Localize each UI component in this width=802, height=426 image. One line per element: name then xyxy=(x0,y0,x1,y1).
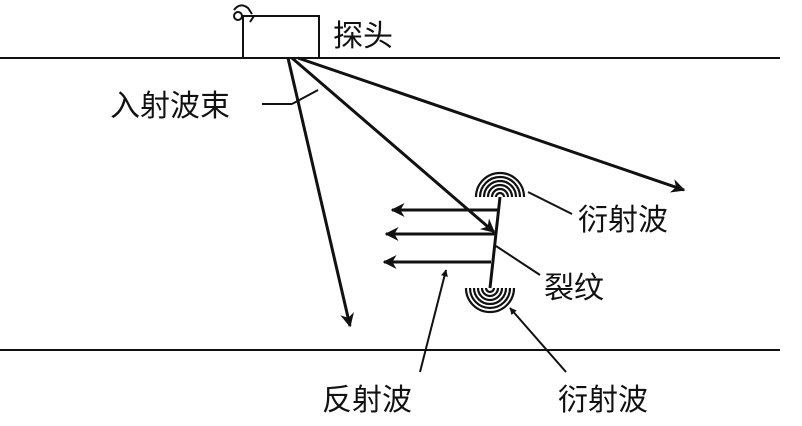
incident-beams xyxy=(286,56,686,328)
reflected-wave-label: 反射波 xyxy=(322,383,412,418)
incident-beam-label: 入射波束 xyxy=(110,89,230,124)
lower-diffraction-fan-icon xyxy=(464,287,516,314)
diffracted-wave-upper-label: 衍射波 xyxy=(578,203,668,238)
crack-line xyxy=(488,196,502,289)
beam-shallow xyxy=(297,56,686,193)
reflected-waves xyxy=(382,203,498,269)
incident-beam-leader-2 xyxy=(291,89,319,105)
probe-icon xyxy=(233,4,320,59)
upper-diffraction-fan-icon xyxy=(474,171,526,198)
diffracted-wave-lower-label: 衍射波 xyxy=(558,383,648,418)
lower-diffraction-pointer xyxy=(509,307,567,373)
reflected-wave-pointer xyxy=(419,269,448,373)
crack-label: 裂纹 xyxy=(544,271,604,306)
probe-label: 探头 xyxy=(333,19,393,54)
upper-diffraction-leader xyxy=(527,191,573,215)
beam-steep xyxy=(286,57,354,328)
crack-leader xyxy=(495,245,541,276)
beam-to-crack xyxy=(291,56,496,234)
